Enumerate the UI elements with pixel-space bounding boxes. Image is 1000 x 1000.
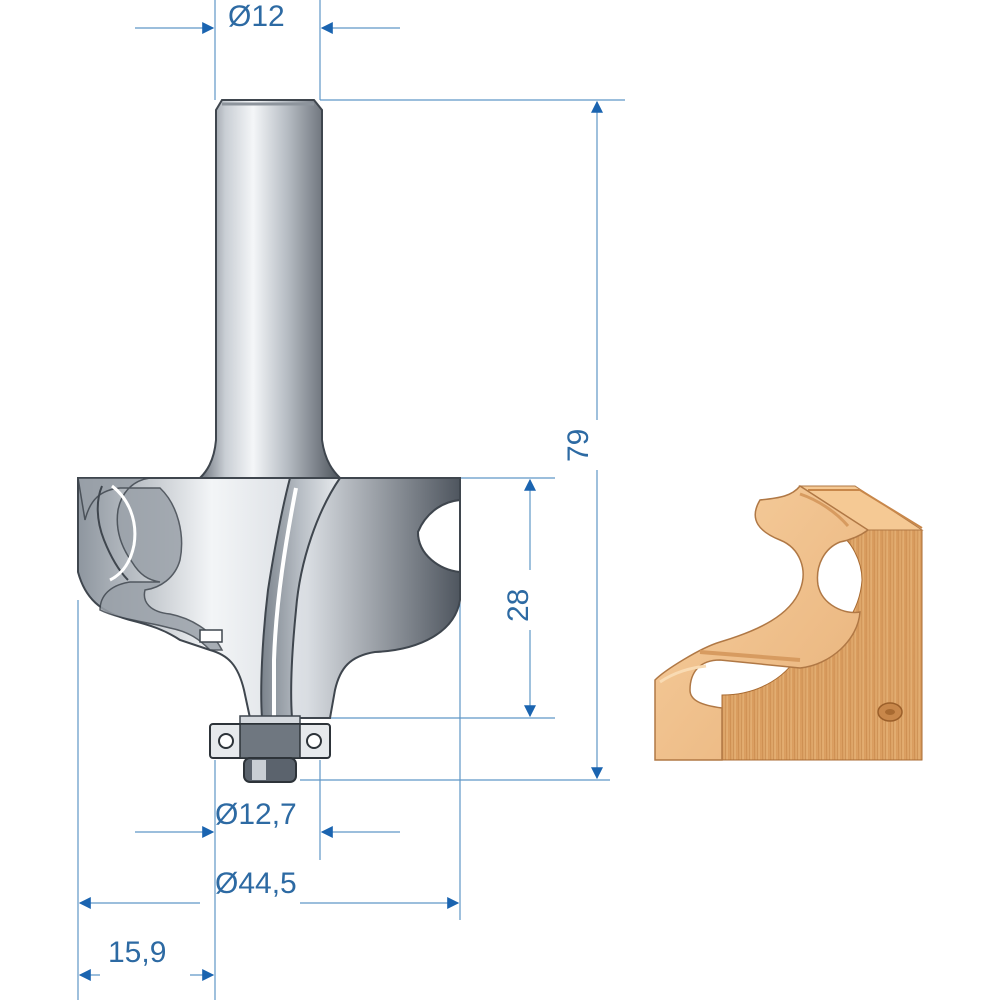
shank (197, 99, 343, 479)
dimension-cutting-depth: 15,9 (78, 936, 215, 981)
cutting-height-label: 28 (502, 589, 535, 622)
cutter-diameter-label: Ø44,5 (215, 867, 297, 900)
total-length-label: 79 (562, 429, 595, 462)
cutting-depth-label: 15,9 (108, 936, 166, 969)
wood-profile-sample (654, 485, 924, 761)
bearing-diameter-label: Ø12,7 (215, 798, 297, 831)
dimension-cutting-height: 28 (502, 478, 536, 718)
dimension-shank-diameter: Ø12 (135, 0, 400, 34)
dimension-total-length: 79 (562, 100, 603, 780)
dimension-bearing-diameter: Ø12,7 (135, 798, 400, 838)
shank-diameter-label: Ø12 (228, 0, 285, 33)
router-bit (77, 99, 461, 783)
wood-molded-face (654, 485, 870, 761)
extension-lines (77, 0, 625, 1000)
dimension-cutter-diameter: Ø44,5 (78, 867, 460, 909)
bearing (209, 715, 331, 783)
